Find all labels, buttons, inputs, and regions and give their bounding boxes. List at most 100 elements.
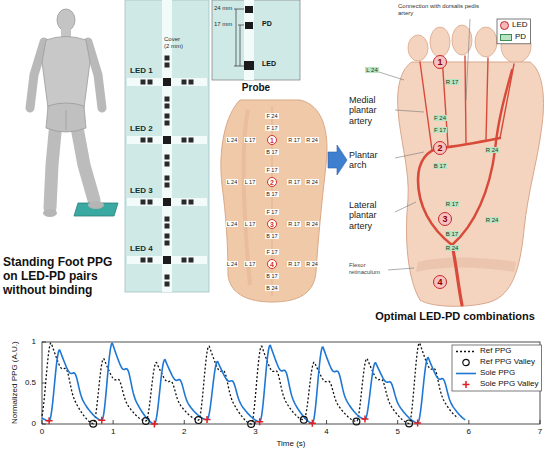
legend-text: PD — [515, 33, 526, 42]
axis-title: Normalized PPG (A.U.) — [9, 342, 18, 425]
foot-sole-photo — [221, 100, 327, 302]
position-label: L 17 — [244, 261, 257, 267]
sole-valley-marker — [204, 416, 211, 423]
human-figure — [88, 42, 102, 108]
position-label: R 17 — [287, 179, 301, 185]
anatomy-label: Medial plantar artery — [349, 95, 393, 126]
probe-board — [127, 176, 207, 229]
leader-lines — [466, 19, 470, 100]
anatomy-label: Lateral plantar artery — [349, 200, 393, 231]
led-circle: 2 — [433, 141, 447, 155]
axis-tick — [539, 420, 540, 424]
pd-label: R 17 — [445, 79, 460, 86]
probe-board — [127, 114, 207, 167]
legend-text: Ref PPG — [480, 347, 512, 356]
human-figure — [50, 122, 56, 208]
foot-anatomy — [408, 35, 428, 61]
foot-anatomy — [398, 62, 544, 306]
pd-label: B 17 — [433, 163, 447, 170]
led-label: LED 3 — [130, 186, 153, 195]
sole-valley-marker — [309, 420, 316, 427]
axis-tick — [397, 420, 398, 424]
axis-tick — [468, 420, 469, 424]
foot-anatomy — [416, 258, 516, 273]
pd-label: F 24 — [433, 115, 447, 122]
probe-inset — [234, 9, 244, 10]
human-figure — [43, 209, 57, 217]
foot-anatomy — [398, 25, 544, 306]
probe-inset — [240, 25, 241, 66]
led-label: LED 2 — [130, 124, 153, 133]
ref-valley-marker — [248, 421, 255, 428]
callout-number: 3 — [270, 221, 274, 228]
position-label: L 17 — [244, 179, 257, 185]
led-circle: 4 — [433, 275, 447, 289]
probe-inset — [244, 0, 254, 80]
sole-valley-marker — [414, 420, 421, 427]
callout-number: 1 — [437, 58, 442, 67]
foot-anatomy — [486, 58, 488, 140]
tick-label: 3 — [253, 427, 257, 436]
position-label: L 24 — [226, 221, 239, 227]
probe-inset — [236, 9, 237, 66]
ref-valley-marker — [406, 420, 413, 427]
foot-anatomy — [475, 27, 497, 57]
position-label: F 24 — [265, 113, 278, 119]
led-circle: 1 — [433, 55, 447, 69]
axis-tick — [42, 424, 46, 425]
position-label: B 24 — [265, 285, 278, 291]
leader-lines — [379, 19, 470, 270]
position-label: R 17 — [287, 261, 301, 267]
sole-valley-marker — [151, 420, 158, 427]
human-figure — [76, 122, 94, 200]
panel-title: Optimal LED-PD combinations — [375, 310, 535, 323]
ref-valley-marker — [142, 418, 149, 425]
dimension-note: Cover (2 mm) — [164, 36, 186, 50]
panel-title: Probe — [242, 82, 270, 94]
legend-box — [452, 345, 542, 391]
position-label: R 24 — [305, 261, 319, 267]
pd-label: R 24 — [445, 245, 460, 252]
tick-label: 1 — [32, 337, 36, 346]
tick-label: 0 — [40, 427, 44, 436]
leader-lines — [379, 72, 404, 80]
legend-entry: Ref PPG — [455, 347, 512, 356]
pd-label: F 17 — [433, 127, 447, 134]
legend-sample — [455, 380, 477, 389]
legend-entry: LED — [500, 21, 528, 30]
legend-text: Ref PPG Valley — [480, 358, 535, 367]
legend-entry: PD — [500, 33, 526, 42]
position-label: R 17 — [287, 137, 301, 143]
probe-board — [125, 0, 209, 292]
leader-lines — [395, 202, 416, 212]
legend-sample — [455, 369, 477, 378]
ref-valley-marker — [195, 417, 202, 424]
legend-box — [497, 19, 531, 44]
leader-lines — [388, 268, 414, 270]
human-figure — [30, 9, 118, 217]
human-figure — [88, 201, 104, 209]
foot-anatomy — [452, 70, 512, 245]
position-label: L 24 — [226, 137, 239, 143]
tick-label: 4 — [324, 427, 328, 436]
foot-anatomy — [500, 64, 514, 138]
position-label: L 24 — [226, 179, 239, 185]
position-label: R 24 — [305, 137, 319, 143]
legend-swatch — [500, 21, 509, 30]
position-label: L 17 — [244, 221, 257, 227]
tick-label: 2 — [182, 427, 186, 436]
led-circle: 4 — [267, 259, 277, 269]
direction-arrow — [328, 145, 347, 175]
legend-text: Sole PPG Valley — [480, 380, 539, 389]
led-label: LED 4 — [130, 244, 153, 253]
axis-tick — [42, 342, 46, 343]
axis-tick — [42, 420, 43, 424]
anatomy-label: Connection with dorsalis pedis artery — [398, 3, 490, 17]
sole-valley-marker — [46, 417, 53, 424]
axis-title: Time (s) — [276, 439, 305, 448]
dimension-label: 17 mm — [214, 21, 232, 28]
dimension-label: 24 mm — [214, 5, 232, 12]
probe-inset — [244, 61, 254, 70]
position-label: L 24 — [226, 261, 239, 267]
pd-label: B 17 — [445, 231, 459, 238]
